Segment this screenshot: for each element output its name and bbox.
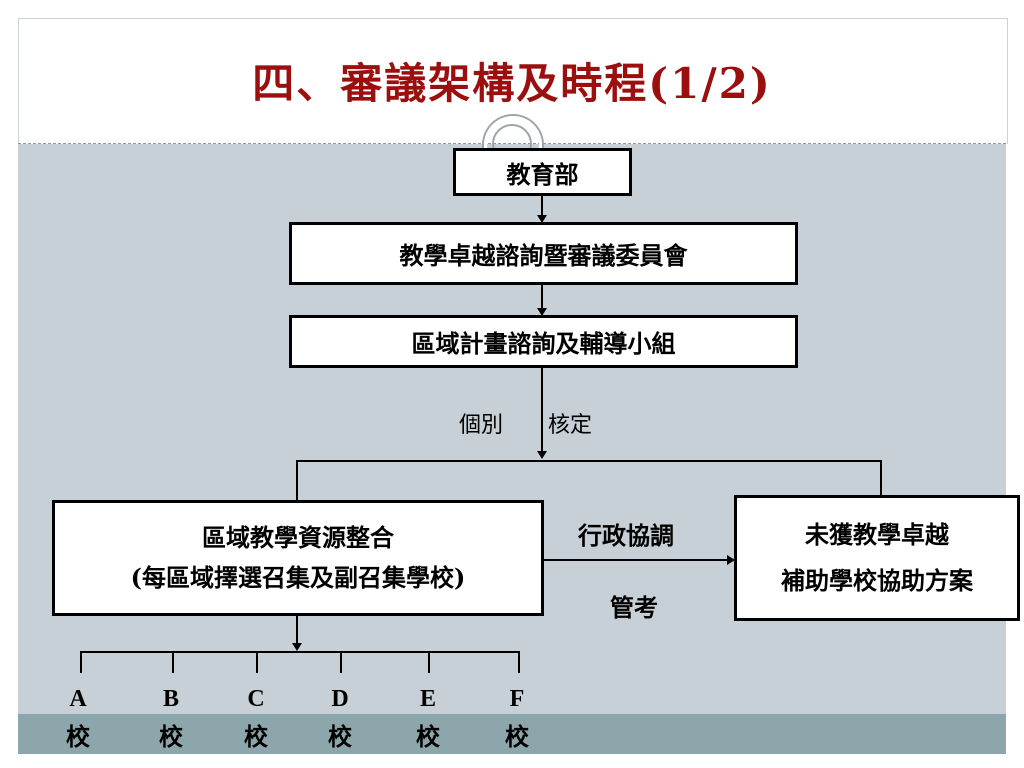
box-unfunded-schools: 未獲教學卓越 補助學校協助方案 <box>734 495 1020 621</box>
oversight-label: 管考 <box>610 593 658 622</box>
bottom-band <box>18 714 1006 754</box>
slide-title: 四、審議架構及時程(1/2) <box>252 59 772 108</box>
box-moe: 教育部 <box>453 148 632 196</box>
school-c: C 校 <box>236 686 276 752</box>
school-e-letter: E <box>419 686 436 712</box>
box-regional-group-label: 區域計畫諮詢及輔導小組 <box>411 329 676 358</box>
box-resource-integration: 區域教學資源整合 (每區域擇選召集及副召集學校) <box>52 500 544 616</box>
school-d: D 校 <box>320 686 360 752</box>
schools-bar <box>80 651 520 653</box>
arrow-to-schools <box>292 643 302 651</box>
school-tick-b <box>172 651 174 673</box>
box-committee: 教學卓越諮詢暨審議委員會 <box>289 222 798 285</box>
school-f: F 校 <box>497 686 537 752</box>
school-a-char: 校 <box>66 722 90 751</box>
arrow-to-committee <box>537 215 547 223</box>
school-b: B 校 <box>151 686 191 752</box>
approve-right-label: 核定 <box>548 413 593 438</box>
split-right-drop <box>880 460 882 495</box>
coordination-connector <box>544 559 728 561</box>
arrow-to-split <box>537 451 547 459</box>
school-c-letter: C <box>247 686 265 712</box>
approve-left-label: 個別 <box>459 413 504 438</box>
box-regional-group: 區域計畫諮詢及輔導小組 <box>289 315 798 368</box>
school-b-char: 校 <box>159 722 183 751</box>
school-tick-f <box>518 651 520 673</box>
box-committee-label: 教學卓越諮詢暨審議委員會 <box>399 241 688 270</box>
school-b-letter: B <box>162 686 179 712</box>
box-resource-line1: 區域教學資源整合 <box>202 523 394 552</box>
split-left-drop <box>296 460 298 500</box>
school-a-letter: A <box>69 686 87 712</box>
arrow-to-unfunded <box>727 555 735 565</box>
box-unfunded-line1: 未獲教學卓越 <box>805 520 949 549</box>
school-tick-e <box>428 651 430 673</box>
school-d-letter: D <box>331 686 349 712</box>
school-tick-c <box>256 651 258 673</box>
school-a: A 校 <box>58 686 98 752</box>
connector-committee-group <box>541 284 543 312</box>
box-moe-label: 教育部 <box>506 159 579 189</box>
school-d-char: 校 <box>328 722 352 751</box>
resource-to-schools <box>296 615 298 645</box>
coordination-label: 行政協調 <box>578 521 674 550</box>
school-c-char: 校 <box>244 722 268 751</box>
school-tick-a <box>80 651 82 673</box>
school-e: E 校 <box>408 686 448 752</box>
split-horizontal <box>296 460 882 462</box>
school-tick-d <box>340 651 342 673</box>
school-f-char: 校 <box>505 722 529 751</box>
connector-group-split <box>541 367 543 453</box>
arrow-to-group <box>537 308 547 316</box>
connector-moe-committee <box>541 195 543 219</box>
school-f-letter: F <box>509 686 525 712</box>
school-e-char: 校 <box>416 722 440 751</box>
box-resource-line2: (每區域擇選召集及副召集學校) <box>130 563 466 592</box>
box-unfunded-line2: 補助學校協助方案 <box>781 566 973 595</box>
